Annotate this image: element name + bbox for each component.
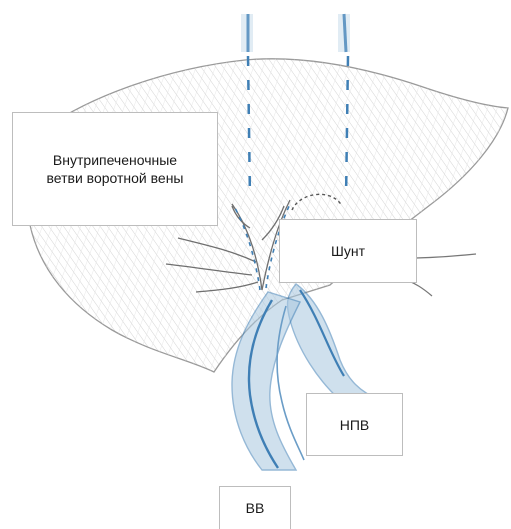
label-shunt: Шунт <box>279 219 417 283</box>
label-intrahepatic-portal-branches: Внутрипеченочные ветви воротной вены <box>12 112 218 226</box>
ivc-lower <box>288 284 380 400</box>
label-ivc-text: НПВ <box>340 416 370 434</box>
label-portal-vein-text: ВВ <box>246 499 265 517</box>
label-ivc: НПВ <box>306 393 403 456</box>
label-shunt-text: Шунт <box>331 242 365 260</box>
label-intrahepatic-portal-branches-text: Внутрипеченочные ветви воротной вены <box>47 151 184 187</box>
label-portal-vein: ВВ <box>219 486 291 529</box>
